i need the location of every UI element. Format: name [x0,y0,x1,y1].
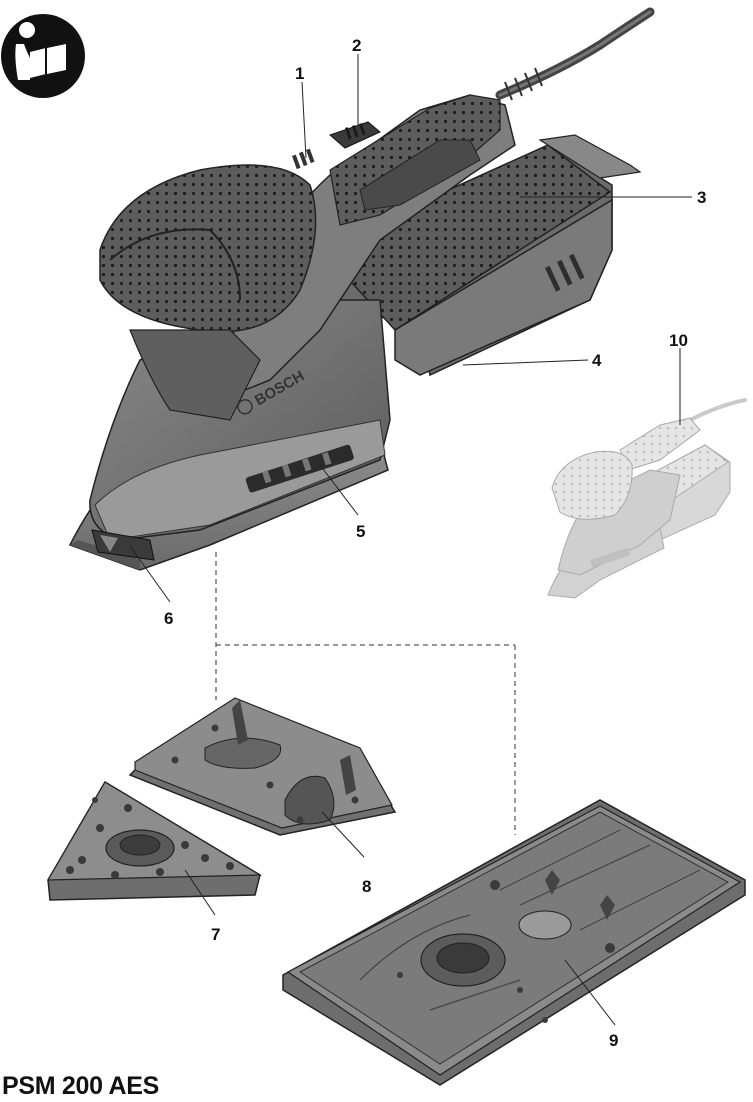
tip-plate-illustration [130,698,395,835]
callout-7: 7 [211,925,220,944]
callout-3: 3 [697,188,706,207]
orbital-sanding-plate-illustration [283,800,745,1085]
model-title: PSM 200 AES [2,1072,159,1101]
callout-2: 2 [352,36,361,55]
read-manual-icon [1,14,85,98]
callout-9: 9 [609,1031,618,1050]
callout-5: 5 [356,522,365,541]
callout-6: 6 [164,609,173,628]
callout-10: 10 [669,331,688,350]
callout-4: 4 [592,351,602,370]
callout-1: 1 [295,64,304,83]
callout-8: 8 [362,877,371,896]
sander-secondary-illustration [548,400,745,598]
